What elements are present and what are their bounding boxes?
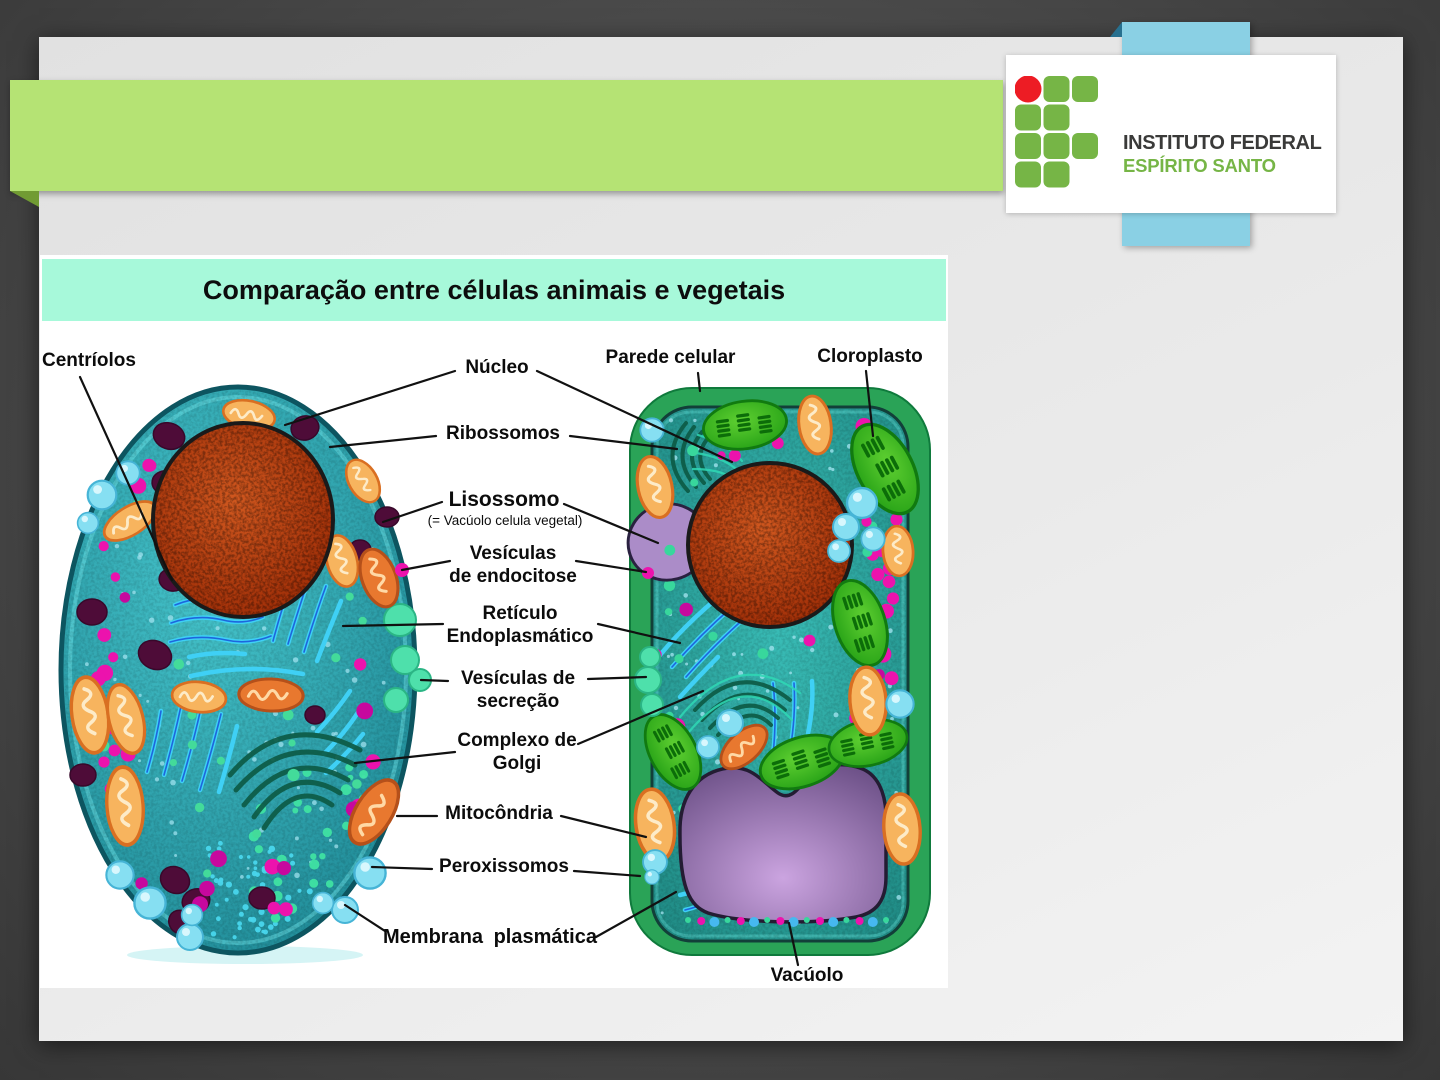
green-banner-fold xyxy=(10,191,39,207)
secretion-vesicles-animal xyxy=(383,603,432,713)
label-reticulo-endoplasmatico: Retículo Endoplasmático xyxy=(446,603,594,647)
logo-line2: ESPÍRITO SANTO xyxy=(1123,155,1276,176)
label-mitocondria: Mitocôndria xyxy=(445,803,553,824)
label-lisossomo-sub: (= Vacúolo celula vegetal) xyxy=(427,513,583,528)
logo-line1: INSTITUTO FEDERAL xyxy=(1123,132,1322,154)
green-banner xyxy=(10,80,1003,191)
label-cloroplasto: Cloroplasto xyxy=(817,346,923,367)
ifes-logo: INSTITUTO FEDERAL ESPÍRITO SANTO xyxy=(1006,55,1336,213)
animal-cell-illustration xyxy=(58,384,432,964)
label-peroxissomos: Peroxissomos xyxy=(439,856,569,877)
ifes-logo-mark-icon xyxy=(1015,76,1098,188)
label-membrana-plasmatica: Membrana plasmática xyxy=(383,926,597,948)
plant-cell-illustration xyxy=(626,387,934,956)
label-centriolos: Centríolos xyxy=(42,350,136,371)
label-leader-lines xyxy=(78,369,875,967)
label-vesiculas-endocitose: Vesículas de endocitose xyxy=(449,543,577,587)
label-parede-celular: Parede celular xyxy=(605,347,736,368)
secretion-vesicles-plant xyxy=(634,646,664,717)
label-lisossomo: Lisossomo xyxy=(448,488,560,511)
cells-illustration xyxy=(58,369,934,967)
blue-ribbon-fold xyxy=(1110,22,1122,37)
label-vesiculas-secrecao: Vesículas de secreção xyxy=(460,668,576,712)
golgi-complex-animal xyxy=(227,732,363,831)
vacuole xyxy=(678,762,888,924)
label-ribossomos: Ribossomos xyxy=(445,423,561,444)
figure-title-band: Comparação entre células animais e veget… xyxy=(42,259,946,321)
cell-comparison-figure: Comparação entre células animais e veget… xyxy=(40,255,948,988)
figure-title: Comparação entre células animais e veget… xyxy=(202,274,786,305)
label-vacuolo: Vacúolo xyxy=(770,965,844,986)
ifes-logo-text: INSTITUTO FEDERAL ESPÍRITO SANTO xyxy=(1123,132,1322,176)
label-complexo-golgi: Complexo de Golgi xyxy=(457,730,577,774)
label-nucleo: Núcleo xyxy=(465,357,529,378)
